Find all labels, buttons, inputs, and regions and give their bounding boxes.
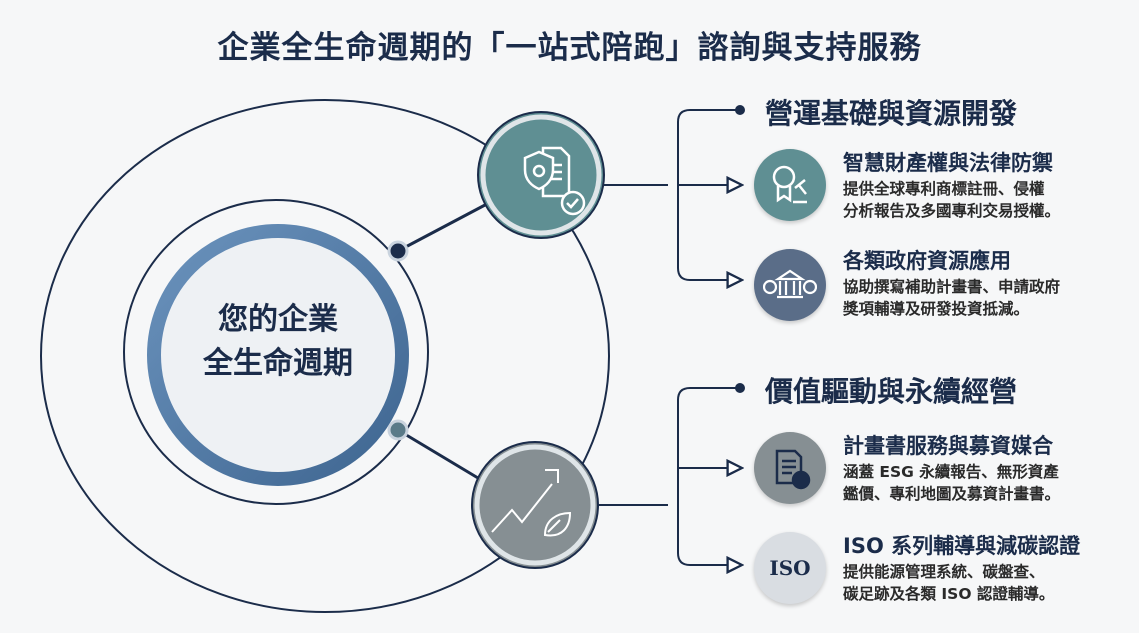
middle-ring <box>123 199 429 505</box>
service-item-plans: 計畫書服務與募資媒合 涵蓋 ESG 永續報告、無形資產鑑價、專利地圖及募資計畫書… <box>843 433 1133 505</box>
item-desc: 提供能源管理系統、碳盤查、碳足跡及各類 ISO 認證輔導。 <box>843 561 1133 605</box>
service-item-government: 各類政府資源應用 協助撰寫補助計畫書、申請政府獎項輔導及研發投資抵減。 <box>843 248 1133 320</box>
document-dollar-icon <box>754 432 826 504</box>
award-gavel-icon <box>754 149 826 221</box>
growth-leaf-icon <box>491 469 572 537</box>
item-title: 各類政府資源應用 <box>843 249 1011 273</box>
shield-document-icon <box>523 146 586 216</box>
section-heading-value: 價值驅動與永續經營 <box>765 375 1018 408</box>
iso-badge-text: ISO <box>769 556 811 580</box>
desc-line: 提供能源管理系統、碳盤查、 <box>843 563 1045 581</box>
page-title: 企業全生命週期的「一站式陪跑」諮詢與支持服務 <box>217 30 922 66</box>
connector-dot-bottom <box>387 419 409 441</box>
desc-line: 鑑價、專利地圖及募資計畫書。 <box>843 485 1061 503</box>
center-line-2: 全生命週期 <box>203 346 353 381</box>
desc-line: 碳足跡及各類 ISO 認證輔導。 <box>843 585 1055 603</box>
item-desc: 提供全球專利商標註冊、侵權分析報告及多國專利交易授權。 <box>843 178 1133 222</box>
service-item-ip: 智慧財產權與法律防禦 提供全球專利商標註冊、侵權分析報告及多國專利交易授權。 <box>843 150 1133 222</box>
desc-line: 協助撰寫補助計畫書、申請政府 <box>843 278 1061 296</box>
government-building-icon <box>754 249 826 321</box>
desc-line: 涵蓋 ESG 永續報告、無形資產 <box>843 463 1059 481</box>
item-title: ISO 系列輔導與減碳認證 <box>843 534 1081 558</box>
item-title: 智慧財產權與法律防禦 <box>843 151 1053 175</box>
bullet-dot <box>735 383 745 393</box>
connector-dot-top <box>387 240 409 262</box>
center-ring <box>147 224 409 486</box>
item-desc: 涵蓋 ESG 永續報告、無形資產鑑價、專利地圖及募資計畫書。 <box>843 461 1133 505</box>
iso-leaf-icon: ISO <box>754 532 826 604</box>
desc-line: 獎項輔導及研發投資抵減。 <box>843 300 1030 318</box>
item-desc: 協助撰寫補助計畫書、申請政府獎項輔導及研發投資抵減。 <box>843 276 1133 320</box>
desc-line: 分析報告及多國專利交易授權。 <box>843 202 1061 220</box>
center-line-1: 您的企業 <box>218 302 338 337</box>
bullet-dot <box>735 105 745 115</box>
service-item-iso: ISO 系列輔導與減碳認證 提供能源管理系統、碳盤查、碳足跡及各類 ISO 認證… <box>843 533 1133 605</box>
center-label: 您的企業 全生命週期 <box>178 298 378 386</box>
section-heading-operations: 營運基礎與資源開發 <box>765 97 1018 130</box>
desc-line: 提供全球專利商標註冊、侵權 <box>843 180 1045 198</box>
outer-cycle-ring <box>40 99 610 613</box>
item-title: 計畫書服務與募資媒合 <box>843 434 1053 458</box>
